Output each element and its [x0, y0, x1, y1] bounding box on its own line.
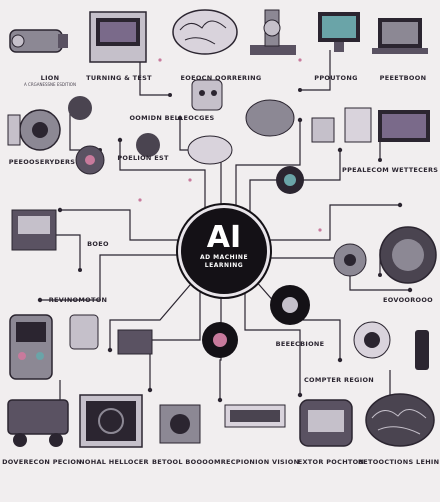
keyboard-icon	[224, 404, 286, 428]
droid-icon	[69, 314, 153, 355]
server-icon	[311, 107, 372, 143]
label-turning-test: TURNING & TEST	[86, 74, 152, 82]
label-betooctions-lehin: BETOOCTIONS LEHIN	[358, 458, 440, 466]
label-doverecon-pecion: DOVERECON PECION	[2, 458, 82, 466]
robot-eye-icon	[270, 285, 310, 325]
probe-icon	[415, 330, 429, 370]
hub-subtitle-1: AD MACHINE	[199, 254, 249, 261]
gear-brain-icon	[75, 145, 105, 175]
circuit-brain-icon	[245, 99, 295, 137]
label-revinomoton: REVINOMOTON	[48, 296, 108, 304]
label-lion: LION A CRGANESSNE ESDITION	[24, 74, 76, 87]
large-brain-icon	[365, 393, 435, 447]
tree-icon	[68, 96, 160, 157]
gamepad-icon	[9, 314, 53, 380]
label-ppoutong: PPOUTONG	[314, 74, 358, 82]
label-eovooroooo: EOVOOROOO	[382, 296, 434, 304]
robot-arm-icon	[7, 109, 61, 151]
label-compter-region: COMPTER REGION	[303, 376, 375, 384]
label-oomidn: OOMIDN BELLEOCGES	[129, 114, 215, 122]
optic-icon	[353, 321, 391, 359]
headset-icon	[299, 399, 353, 447]
chip-icon	[187, 135, 233, 165]
label-peeooseryders: PEEOOSERYDERS	[8, 158, 76, 166]
label-extor-pochton: EXTOR POCHTON	[297, 458, 365, 466]
label-nohal-hellocer: NOHAL HELLOCER	[79, 458, 149, 466]
circuit-nodes	[37, 88, 413, 422]
laptop-icon	[372, 18, 428, 54]
hologram-screen-icon	[79, 394, 143, 448]
monitor-icon	[318, 12, 360, 52]
label-poelion-est: POELION EST	[117, 154, 169, 162]
ai-hub: AI AD MACHINE LEARNING	[178, 205, 270, 297]
neural-sphere-icon	[379, 226, 437, 284]
lens-icon	[276, 166, 304, 194]
eye-sensor-icon	[202, 322, 238, 358]
microscope-icon	[250, 9, 296, 55]
label-recpionion-vision: RECPIONION VISION	[220, 458, 300, 466]
robot-tool-icon	[159, 404, 201, 444]
label-peeetboon: PEEETBOON	[379, 74, 427, 82]
label-ppealecom: PPEALECOM WETTECERS	[342, 166, 439, 174]
cabinet-icon	[89, 11, 147, 63]
circuit-lines	[30, 50, 420, 420]
label-betool-booom: BETOOL BOOOOM	[152, 458, 221, 466]
hub-title: AI	[206, 220, 242, 255]
label-boeo: BOEO	[87, 240, 109, 248]
scanner-icon	[11, 209, 57, 251]
robot-head-icon	[191, 79, 223, 111]
screen-icon	[378, 110, 430, 142]
label-eoeocn: EOEOCN OORRERING	[180, 74, 262, 82]
gear-machine-icon	[333, 243, 367, 277]
label-beeecbione: BEEECBIONE	[275, 340, 325, 348]
rover-icon	[7, 399, 69, 447]
brain-icon	[172, 9, 238, 55]
engine-icon	[9, 29, 68, 53]
hub-subtitle-2: LEARNING	[204, 262, 244, 269]
